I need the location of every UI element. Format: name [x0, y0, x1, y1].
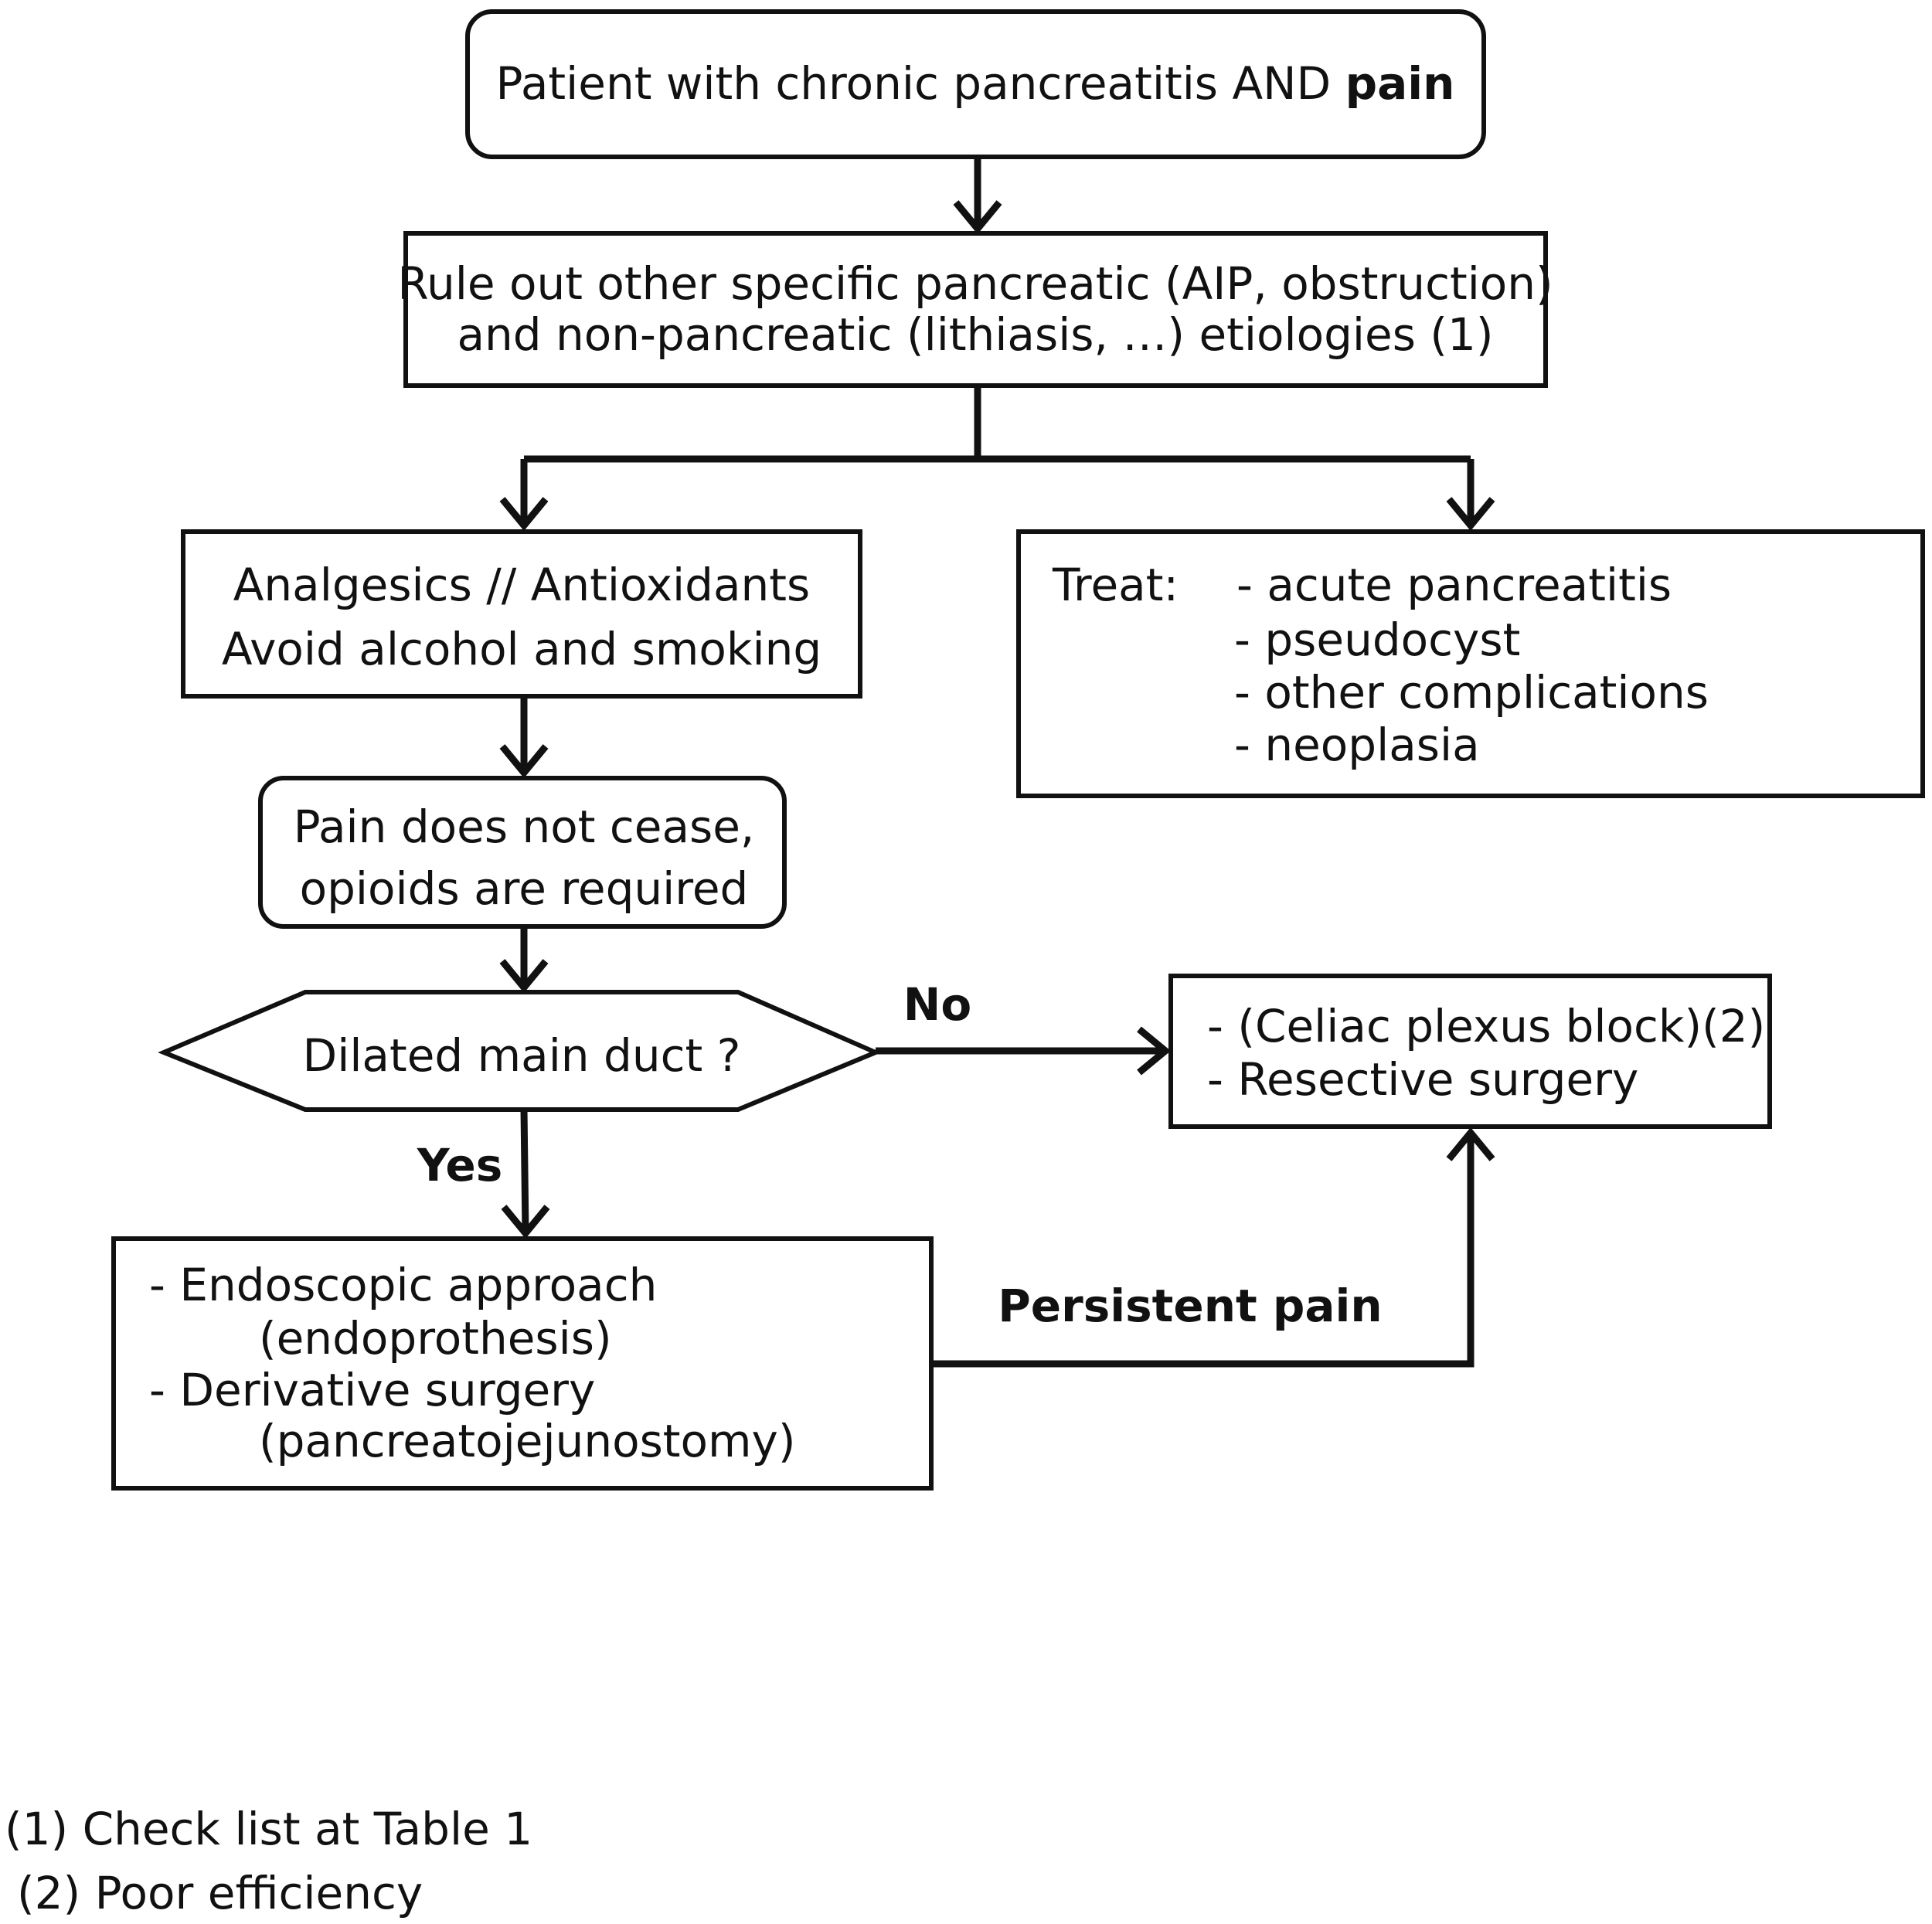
edge-label-persistent-pain: Persistent pain: [998, 1280, 1382, 1332]
edge-arrowhead: [499, 497, 549, 532]
treat-label: Treat:: [1052, 559, 1179, 611]
treat-node: Treat: - acute pancreatitis - pseudocyst…: [1016, 529, 1925, 798]
decision-text: Dilated main duct ?: [303, 1029, 741, 1082]
edge-arrowhead: [1446, 1127, 1495, 1161]
analgesics-line-2: Avoid alcohol and smoking: [222, 623, 821, 675]
treat-item: - pseudocyst: [1234, 614, 1520, 666]
edge-arrowhead: [1446, 497, 1495, 532]
endoscopic-line-3: - Derivative surgery: [149, 1364, 595, 1416]
start-bold-text: pain: [1345, 57, 1455, 110]
start-node: Patient with chronic pancreatitis AND pa…: [465, 9, 1486, 159]
treat-item: - neoplasia: [1234, 719, 1480, 771]
start-text: Patient with chronic pancreatitis AND: [496, 57, 1345, 110]
pain-persists-node: Pain does not cease, opioids are require…: [258, 776, 787, 929]
treat-item: - other complications: [1234, 666, 1709, 719]
edge-label-yes: Yes: [417, 1139, 503, 1191]
analgesics-node: Analgesics // Antioxidants Avoid alcohol…: [181, 529, 862, 699]
footnote-2: (2) Poor efficiency: [17, 1867, 423, 1919]
endoscopic-line-4: (pancreatojejunostomy): [259, 1415, 795, 1467]
rule-out-line-2: and non-pancreatic (lithiasis, …) etiolo…: [457, 308, 1493, 361]
treat-item: - acute pancreatitis: [1236, 559, 1672, 611]
footnote-1: (1) Check list at Table 1: [5, 1803, 532, 1855]
surgery-options-line-2: - Resective surgery: [1207, 1053, 1638, 1106]
edge-persistent-pain: [931, 1133, 1475, 1368]
surgery-options-line-1: - (Celiac plexus block)(2): [1207, 1000, 1765, 1052]
surgery-options-node: - (Celiac plexus block)(2) - Resective s…: [1168, 974, 1772, 1129]
edge-label-no: No: [903, 978, 971, 1031]
edge-arrowhead: [499, 959, 549, 994]
edge-arrowhead: [953, 200, 1002, 235]
edge-arrowhead: [499, 744, 549, 779]
rule-out-line-1: Rule out other specific pancreatic (AIP,…: [397, 257, 1553, 310]
decision-node: Dilated main duct ?: [158, 990, 882, 1112]
pain-persists-line-1: Pain does not cease,: [294, 801, 755, 853]
pain-persists-line-2: opioids are required: [300, 862, 749, 915]
edge-decision-yes: [520, 1109, 529, 1234]
edge-arrowhead: [1137, 1026, 1172, 1076]
edge-rule-out-split: [524, 386, 1471, 463]
endoscopic-line-1: - Endoscopic approach: [149, 1259, 657, 1311]
edge-arrowhead: [501, 1205, 550, 1239]
endoscopic-node: - Endoscopic approach (endoprothesis) - …: [111, 1236, 934, 1491]
analgesics-line-1: Analgesics // Antioxidants: [233, 559, 811, 611]
svg-text:Patient with chronic pancreati: Patient with chronic pancreatitis AND pa…: [496, 57, 1455, 110]
rule-out-node: Rule out other specific pancreatic (AIP,…: [397, 231, 1553, 388]
endoscopic-line-2: (endoprothesis): [259, 1312, 612, 1365]
